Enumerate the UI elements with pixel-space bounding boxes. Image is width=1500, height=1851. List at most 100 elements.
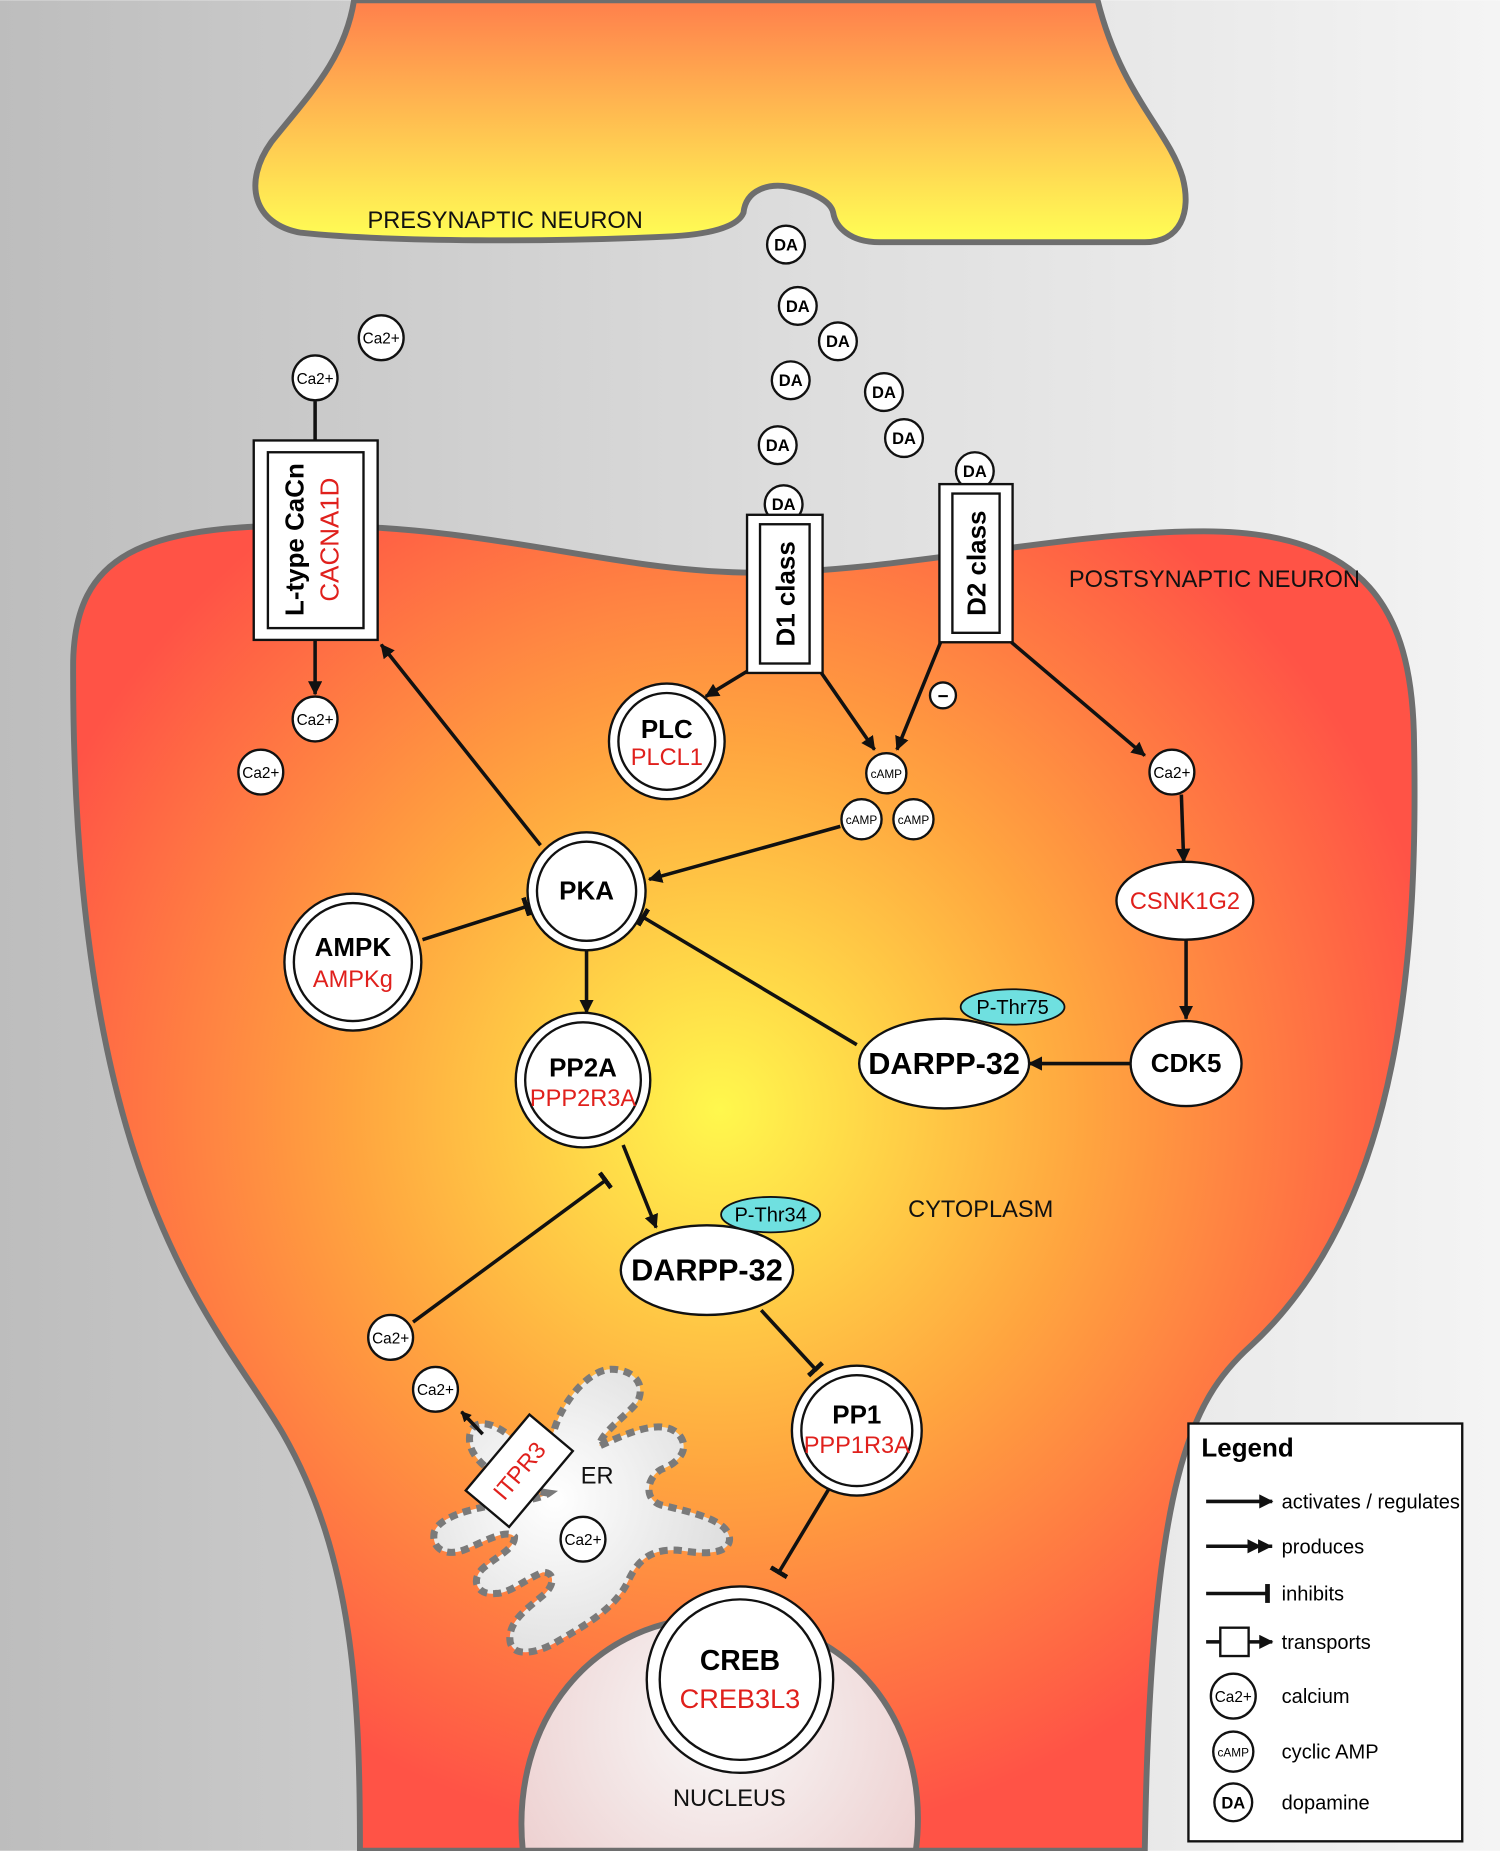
darpp32-thr75-node: DARPP-32 P-Thr75 [857, 988, 1066, 1110]
dopamine-molecule: DA [954, 451, 995, 492]
l-type-gene: CACNA1D [315, 478, 345, 602]
svg-text:Ca2+: Ca2+ [1153, 765, 1190, 782]
dopamine-molecule: DA [883, 418, 925, 459]
calcium-ion: Ca2+ [291, 354, 339, 402]
legend-title: Legend [1201, 1433, 1293, 1463]
dopamine-molecule: DA [757, 425, 798, 466]
ampk-node: AMPK AMPKg [283, 892, 423, 1032]
edge-darpp34-to-pp1 [759, 1309, 825, 1378]
edge-d2-to-ca [1010, 640, 1146, 757]
pp1-node: PP1 PPP1R3A [790, 1364, 923, 1497]
camp-molecule: cAMP [892, 798, 935, 841]
svg-text:DA: DA [826, 332, 850, 351]
calcium-ion: Ca2+ [357, 314, 405, 362]
svg-text:Ca2+: Ca2+ [417, 1382, 454, 1399]
inhibition-minus-sign: − [928, 681, 958, 710]
svg-text:cAMP: cAMP [871, 767, 903, 781]
pp2a-node: PP2A PPP2R3A [514, 1011, 652, 1149]
dopamine-molecule: DA [765, 224, 807, 265]
calcium-ion: Ca2+ [559, 1515, 607, 1563]
edge-ampk-to-pka [421, 896, 532, 942]
svg-text:DA: DA [766, 436, 790, 455]
csnk-gene: CSNK1G2 [1130, 889, 1240, 915]
pp2a-gene: PPP2R3A [530, 1086, 636, 1112]
edge-d1-to-camp [819, 671, 876, 751]
phospho-thr75-badge: P-Thr75 [959, 988, 1066, 1026]
svg-text:Ca2+: Ca2+ [363, 331, 400, 348]
dopamine-molecule: DA [863, 371, 905, 413]
svg-text:DA: DA [892, 429, 916, 448]
cytoplasm-label: CYTOPLASM [908, 1197, 1053, 1223]
svg-text:Ca2+: Ca2+ [297, 371, 334, 388]
edge-d2-to-camp [895, 641, 943, 751]
edge-d1-to-plc [704, 669, 750, 699]
svg-text:DA: DA [772, 495, 796, 514]
edge-pp2a-to-darpp34 [621, 1144, 658, 1229]
ampk-gene: AMPKg [313, 967, 393, 993]
pp1-name: PP1 [832, 1400, 881, 1430]
creb-gene: CREB3L3 [680, 1683, 801, 1714]
darpp32-thr34-node: DARPP-32 P-Thr34 [619, 1196, 822, 1317]
d1-receptor: DA D1 class [745, 484, 824, 675]
edge-camp-to-pka [647, 824, 841, 883]
svg-text:DA: DA [963, 462, 987, 481]
plc-gene: PLCL1 [631, 745, 703, 771]
creb-name: CREB [700, 1645, 780, 1677]
calcium-ion: Ca2+ [411, 1365, 460, 1413]
camp-molecule: cAMP [865, 752, 908, 795]
darpp32-thr75-name: DARPP-32 [868, 1046, 1020, 1081]
calcium-ion: Ca2+ [1148, 748, 1196, 796]
cdk5-name: CDK5 [1151, 1048, 1222, 1078]
svg-text:Ca2+: Ca2+ [564, 1532, 601, 1549]
svg-text:cAMP: cAMP [1218, 1745, 1250, 1759]
l-type-title: L-type CaCn [279, 463, 309, 616]
svg-text:Ca2+: Ca2+ [297, 712, 334, 729]
edge-ca-to-pp2a [412, 1171, 613, 1324]
svg-text:DA: DA [774, 235, 798, 254]
legend-activates: activates / regulates [1282, 1492, 1460, 1514]
dopamine-molecule: DA [770, 360, 811, 401]
edge-itpr-to-ca [460, 1410, 484, 1436]
csnk1g2-node: CSNK1G2 [1115, 860, 1255, 941]
nucleus-label: NUCLEUS [673, 1786, 786, 1812]
presynaptic-neuron [252, 0, 1189, 246]
svg-text:P-Thr34: P-Thr34 [734, 1205, 806, 1227]
plc-name: PLC [641, 714, 693, 744]
svg-text:−: − [937, 686, 948, 707]
svg-text:DA: DA [872, 383, 896, 402]
legend: Legend activates / regulates produces in… [1187, 1422, 1464, 1843]
svg-text:Ca2+: Ca2+ [242, 765, 279, 782]
legend-camp: cyclic AMP [1282, 1742, 1379, 1764]
calcium-ion: Ca2+ [237, 748, 285, 796]
svg-text:P-Thr75: P-Thr75 [976, 997, 1048, 1019]
legend-inhibits: inhibits [1282, 1584, 1344, 1606]
plc-node: PLC PLCL1 [607, 682, 726, 801]
pka-name: PKA [559, 876, 614, 906]
cdk5-node: CDK5 [1129, 1019, 1243, 1108]
calcium-ion: Ca2+ [291, 695, 339, 743]
svg-text:cAMP: cAMP [846, 813, 878, 827]
pp1-gene: PPP1R3A [804, 1433, 910, 1459]
darpp32-thr34-name: DARPP-32 [631, 1253, 783, 1288]
legend-dopamine: dopamine [1282, 1792, 1370, 1814]
legend-calcium: calcium [1282, 1686, 1350, 1708]
edge-pp1-to-creb [769, 1482, 834, 1580]
legend-produces: produces [1282, 1536, 1364, 1558]
l-type-calcium-channel: L-type CaCn CACNA1D [252, 439, 379, 642]
er-label: ER [581, 1464, 614, 1490]
creb-node: CREB CREB3L3 [645, 1585, 835, 1775]
d2-receptor: DA D2 class [938, 451, 1014, 644]
phospho-thr34-badge: P-Thr34 [720, 1196, 822, 1234]
camp-molecule: cAMP [840, 798, 883, 841]
legend-transports: transports [1282, 1632, 1371, 1654]
svg-text:Ca2+: Ca2+ [372, 1330, 409, 1347]
pka-node: PKA [526, 831, 647, 952]
dopamine-molecule: DA [777, 285, 818, 326]
ampk-name: AMPK [315, 932, 392, 962]
svg-text:DA: DA [779, 371, 803, 390]
calcium-ion: Ca2+ [367, 1313, 415, 1361]
svg-text:DA: DA [786, 297, 810, 316]
postsynaptic-label: POSTSYNAPTIC NEURON [1069, 567, 1360, 593]
edge-ca-to-csnk [1176, 794, 1191, 863]
